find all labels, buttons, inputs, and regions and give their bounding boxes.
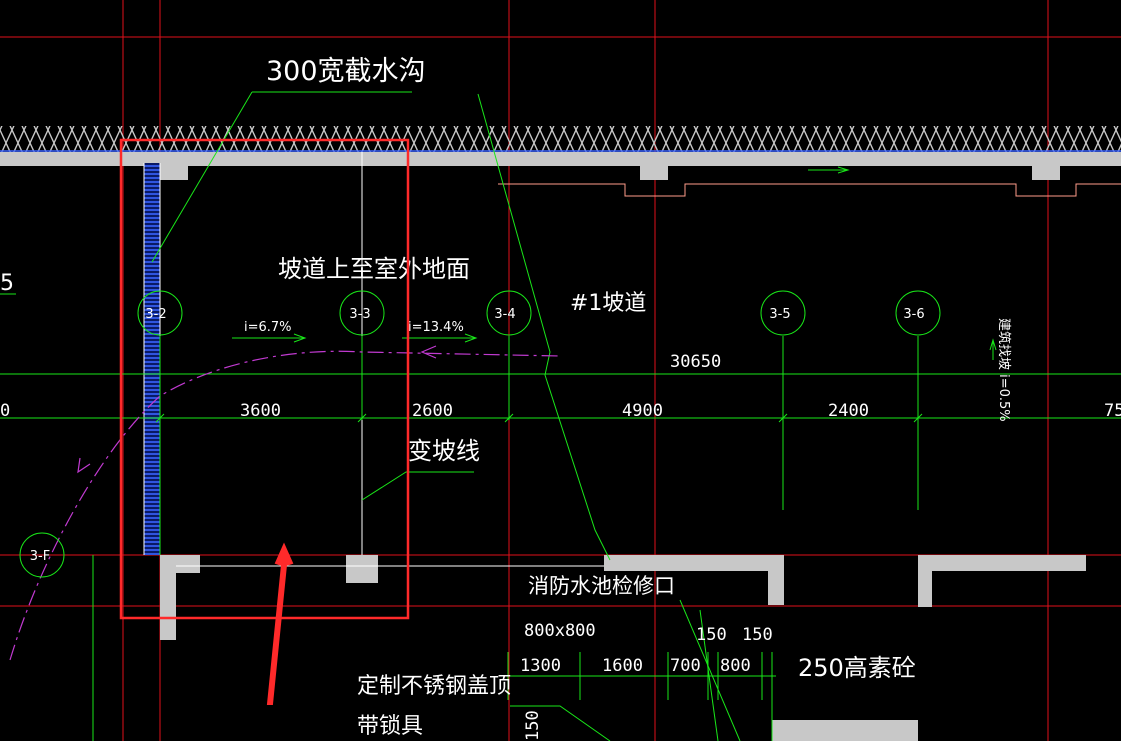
slope1-label: i=6.7%	[244, 320, 292, 335]
highlight-box	[119, 138, 410, 620]
ramp-name-label: #1坡道	[570, 291, 646, 316]
axis-label-3-6: 3-6	[903, 307, 924, 322]
ground-hatch	[0, 126, 1121, 166]
dimension-ticks	[155, 413, 923, 423]
concrete-label: 250高素砼	[798, 654, 916, 682]
dim-v150: 150	[523, 710, 543, 741]
ditch-hatch	[144, 163, 160, 555]
manhole-size-label: 800x800	[524, 621, 596, 641]
dim-75: 75	[1104, 401, 1121, 421]
slope-change-label: 变坡线	[408, 437, 480, 465]
magenta-path	[9, 350, 561, 661]
magenta-arrow	[420, 345, 437, 359]
wall-elements	[160, 166, 1086, 741]
axis-bubbles	[19, 290, 941, 578]
dim-b800: 800	[720, 656, 751, 676]
axis-label-3-5: 3-5	[769, 307, 790, 322]
vertical-slope-note: 建筑找坡 i=0.5%	[996, 318, 1012, 422]
dim-2600: 2600	[412, 401, 453, 421]
slope2-label: i=13.4%	[408, 320, 464, 335]
dim-4900: 4900	[622, 401, 663, 421]
dim-0: 0	[0, 401, 10, 421]
axis-label-3-2: 3-2	[145, 307, 166, 322]
manhole-label: 消防水池检修口	[528, 574, 675, 598]
dim-b1600: 1600	[602, 656, 643, 676]
pointer-arrow	[266, 542, 294, 705]
dim-b150-2: 150	[742, 625, 773, 645]
dim-2400: 2400	[828, 401, 869, 421]
magenta-arrow-2	[77, 457, 91, 474]
dim-b700: 700	[670, 656, 701, 676]
cover-label-2: 带锁具	[357, 714, 423, 739]
ditch-label: 300宽截水沟	[266, 56, 426, 87]
left-edge-label: 5	[0, 271, 14, 296]
dim-b1300: 1300	[520, 656, 561, 676]
axis-label-3-4: 3-4	[494, 307, 515, 322]
dim-b150-1: 150	[696, 625, 727, 645]
axis-label-3-F: 3-F	[30, 549, 50, 564]
axis-label-3-3: 3-3	[349, 307, 370, 322]
cover-label-1: 定制不锈钢盖顶	[357, 674, 511, 699]
dim-3600: 3600	[240, 401, 281, 421]
dim-total: 30650	[670, 352, 721, 372]
ramp-top-label: 坡道上至室外地面	[278, 255, 470, 283]
green-lines	[0, 91, 1121, 741]
salmon-step-outline	[498, 183, 1121, 197]
